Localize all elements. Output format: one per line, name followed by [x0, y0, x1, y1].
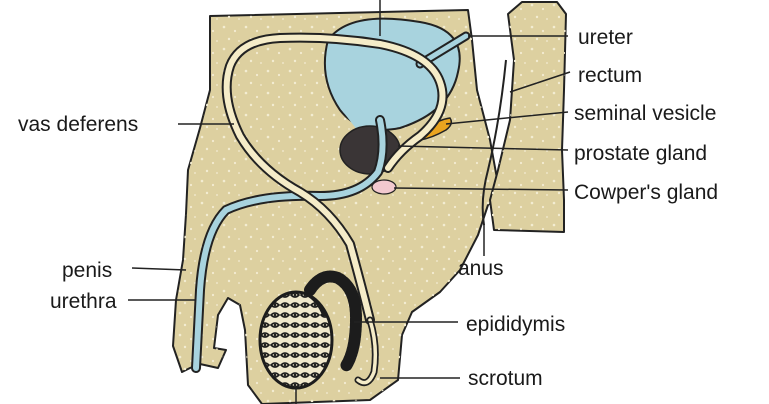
label-seminal-vesicle: seminal vesicle	[574, 102, 717, 125]
cowpers-gland	[371, 179, 397, 195]
label-ureter: ureter	[578, 26, 633, 49]
label-leader-lines	[128, 0, 571, 404]
label-rectum: rectum	[578, 64, 643, 87]
label-epididymis: epididymis	[466, 313, 566, 336]
label-scrotum: scrotum	[468, 367, 543, 390]
label-cowpers-gland: Cowper's gland	[574, 181, 719, 204]
label-prostate-gland: prostate gland	[574, 142, 708, 165]
rectum-region	[481, 1, 567, 233]
label-urethra: urethra	[50, 290, 117, 313]
epididymis	[304, 270, 363, 372]
label-penis: penis	[62, 259, 113, 282]
label-vas-deferens: vas deferens	[18, 113, 139, 136]
testis	[258, 290, 334, 390]
label-anus: anus	[458, 257, 504, 280]
